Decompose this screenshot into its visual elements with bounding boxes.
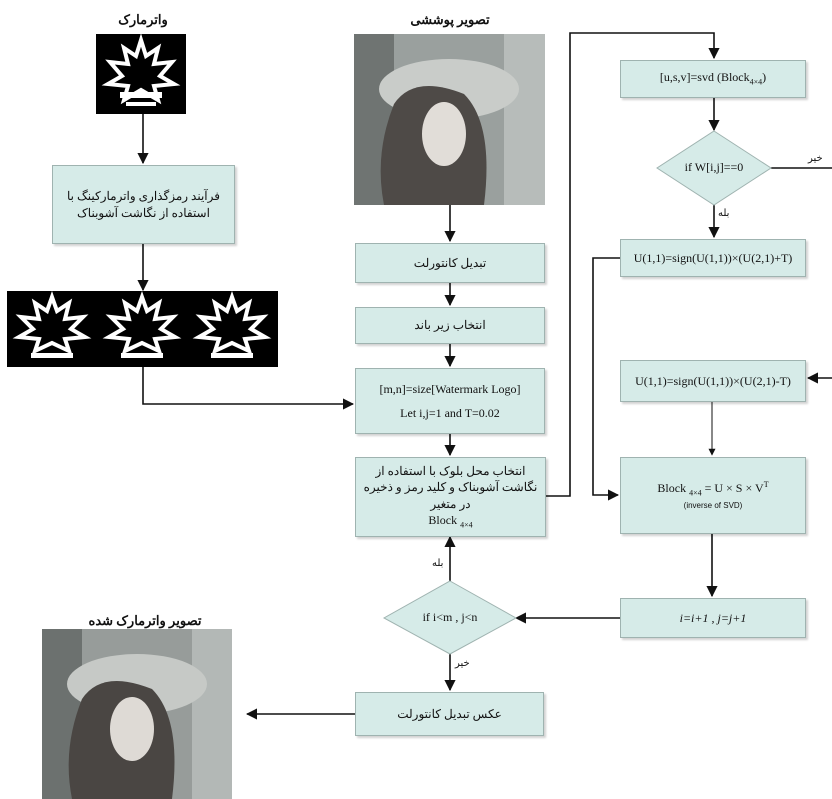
rebuild-sub: 4×4: [689, 487, 702, 497]
arrow-strip-to-size: [142, 367, 355, 410]
encryption-process-label: فرآیند رمزگذاری واترمارکینگ با استفاده ا…: [67, 189, 220, 220]
loop-check-label: if i<m , j<n: [422, 610, 478, 624]
w-check-diamond: [656, 130, 772, 206]
size-init-box: [m,n]=size[Watermark Logo] Let i,j=1 and…: [355, 368, 545, 434]
watermark-logo-image: [96, 33, 186, 114]
cover-image-photo: [354, 34, 545, 205]
svd-close: ): [762, 70, 767, 85]
u-plus-box: U(1,1)=sign(U(1,1))×(U(2,1)+T): [620, 239, 806, 277]
cover-photo-graphic: [354, 34, 545, 205]
contourlet-transform-box: تبدیل کانتورلت: [355, 243, 545, 283]
watermarked-image-title: تصویر واترمارک شده: [88, 613, 202, 628]
u-plus-label: U(1,1)=sign(U(1,1))×(U(2,1)+T): [633, 250, 793, 265]
cover-image-title: تصویر پوششی: [410, 12, 490, 27]
watermarked-photo-graphic: [42, 629, 232, 799]
rebuild-note: (inverse of SVD): [683, 500, 743, 510]
rebuild-prefix: Block: [657, 480, 687, 495]
watermark-title: واترمارک: [118, 12, 168, 27]
svd-box: [u,s,v]=svd (Block4×4): [620, 60, 806, 98]
u-minus-box: U(1,1)=sign(U(1,1))×(U(2,1)-T): [620, 360, 806, 402]
size-line: [m,n]=size[Watermark Logo]: [379, 381, 521, 396]
increment-box: i=i+1 , j=j+1: [620, 598, 806, 638]
scrambled-watermark-strip: [7, 291, 278, 367]
contourlet-transform-label: تبدیل کانتورلت: [413, 255, 487, 270]
inverse-contourlet-label: عکس تبدیل کانتورلت: [397, 706, 502, 721]
no-label-w: خیر: [808, 153, 823, 164]
select-block-label: انتخاب محل بلوک با استفاده از نگاشت آشوب…: [363, 464, 538, 511]
increment-label: i=i+1 , j=j+1: [679, 610, 747, 625]
yes-label-w: بله: [718, 208, 730, 219]
arrow-uplus-to-rebuild: [592, 257, 620, 501]
select-block-box: انتخاب محل بلوک با استفاده از نگاشت آشوب…: [355, 457, 546, 537]
init-line: Let i,j=1 and T=0.02: [400, 406, 500, 420]
rebuild-block-box: Block 4×4 = U × S × VT (inverse of SVD): [620, 457, 806, 534]
select-block-var: Block: [428, 512, 458, 527]
scrambled-watermark-graphic: [12, 291, 272, 358]
subband-select-label: انتخاب زیر باند: [414, 318, 486, 333]
rebuild-sup: T: [763, 479, 769, 489]
inverse-contourlet-box: عکس تبدیل کانتورلت: [355, 692, 544, 736]
u-minus-label: U(1,1)=sign(U(1,1))×(U(2,1)-T): [635, 373, 791, 388]
encryption-process-box: فرآیند رمزگذاری واترمارکینگ با استفاده ا…: [52, 165, 235, 244]
w-check-label: if W[i,j]==0: [684, 160, 744, 174]
arrow-select-to-svd: [546, 32, 720, 497]
watermark-logo-graphic: [101, 33, 181, 106]
yes-label-loop: بله: [432, 558, 444, 569]
svd-label: [u,s,v]=svd (Block: [659, 70, 750, 85]
svd-sub: 4×4: [749, 77, 763, 87]
watermarked-image-photo: [42, 629, 232, 799]
rebuild-eq: = U × S × V: [704, 480, 764, 495]
select-block-sub: 4×4: [460, 520, 473, 530]
subband-select-box: انتخاب زیر باند: [355, 307, 545, 344]
no-label-loop: خیر: [455, 658, 470, 669]
loop-check-diamond: [382, 580, 518, 655]
